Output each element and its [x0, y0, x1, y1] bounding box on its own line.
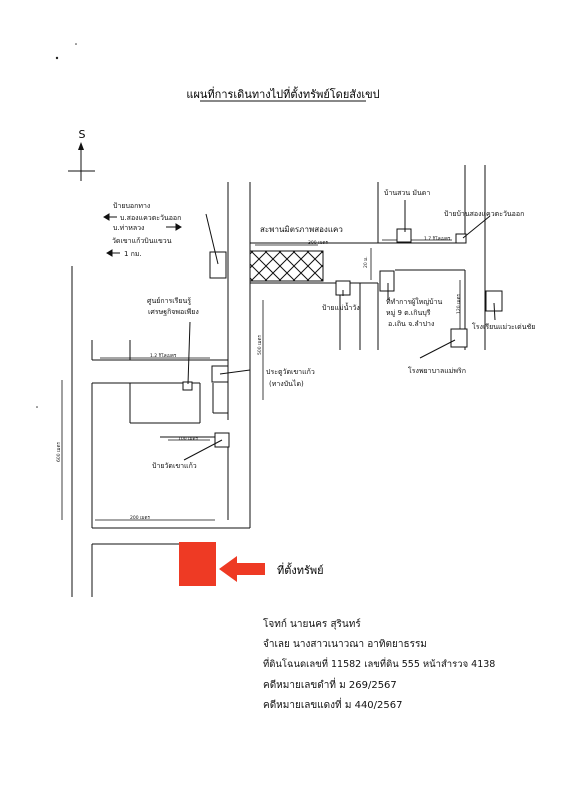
label-learning-center: ศูนย์การเรียนรู้: [147, 297, 191, 305]
black-case-line: คดีหมายเลขดำที่ ม 269/2567: [263, 680, 397, 691]
pointer-arrows: [183, 200, 496, 461]
direction-arrows-icon: [103, 213, 182, 257]
plaintiff-line: โจทก์ นายนคร สุรินทร์: [263, 619, 361, 630]
property-arrow-icon: [219, 556, 265, 582]
defendant-line: จำเลย นางสาวเนาวณา อาทิตยาธรรม: [263, 639, 427, 650]
label-sign-mae-nam-wang: ป้ายแม่น้ำวัง: [322, 301, 360, 312]
property-parcel: [179, 542, 216, 586]
label-bridge: สะพานมิตรภาพสองแคว: [260, 225, 343, 234]
label-moo9: หมู่ 9 ต.เกินบุรี: [386, 309, 431, 317]
dist-300m-bridge: 300 เมตร: [308, 240, 328, 246]
label-upper-way: (ทางบันได): [269, 379, 304, 388]
red-case-line: คดีหมายเลขแดงที่ ม 440/2567: [263, 700, 403, 711]
north-letter: S: [79, 128, 86, 141]
dist-1-2km: 1.2 กิโลเมตร: [150, 352, 177, 359]
label-one-km: 1 กม.: [124, 250, 142, 258]
bridge: [249, 250, 324, 282]
label-sign-wat-khao-kaeo: ป้ายวัดเขาแก้ว: [152, 462, 197, 470]
dist-20m: 20 ม.: [363, 256, 369, 268]
dist-1-7km-top: 1.7 กิโลเมตร: [424, 235, 451, 242]
dist-120m: 120 เมตร: [456, 294, 462, 314]
map-title: แผนที่การเดินทางไปที่ตั้งทรัพย์โดยสังเขป: [186, 86, 379, 101]
dist-500m: 500 เมตร: [257, 335, 263, 355]
dist-600m: 600 เมตร: [56, 442, 62, 462]
sign-markers: [182, 228, 503, 448]
label-to-tha-luang: บ.ท่าหลวง: [113, 224, 144, 232]
label-sign-ban-song-khwae: ป้ายบ้านสองแควตะวันออก: [444, 210, 524, 218]
label-to-song-khwae-ok: บ.สองแควตะวันออก: [120, 214, 181, 222]
label-headman-office: ที่ทำการผู้ใหญ่บ้าน: [386, 297, 443, 306]
dist-100m: 100 เมตร: [178, 436, 198, 442]
label-hospital: โรงพยาบาลแม่พริก: [408, 366, 466, 375]
label-ban-suan-manda: บ้านสวน มันดา: [384, 189, 430, 197]
label-to-wat-khao-kaeo: วัดเขาแก้วบินแขวน: [112, 237, 172, 245]
north-arrow-icon: S: [68, 128, 95, 181]
label-sufficiency-economy: เศรษฐกิจพอเพียง: [148, 308, 199, 316]
label-sign-split: ป้ายบอกทาง: [113, 202, 150, 210]
dist-200m: 200 เมตร: [130, 515, 150, 521]
label-wat-gate: ประตูวัดเขาแก้ว: [266, 368, 315, 376]
dimension-lines: [61, 239, 461, 521]
label-school: โรงเรียนแม่วะเด่นชัย: [472, 322, 535, 331]
label-amphoe: อ.เถิน จ.ลำปาง: [388, 320, 434, 328]
deed-line: ที่ดินโฉนดเลขที่ 11582 เลขที่ดิน 555 หน้…: [263, 659, 496, 670]
label-property: ที่ตั้งทรัพย์: [277, 562, 324, 577]
